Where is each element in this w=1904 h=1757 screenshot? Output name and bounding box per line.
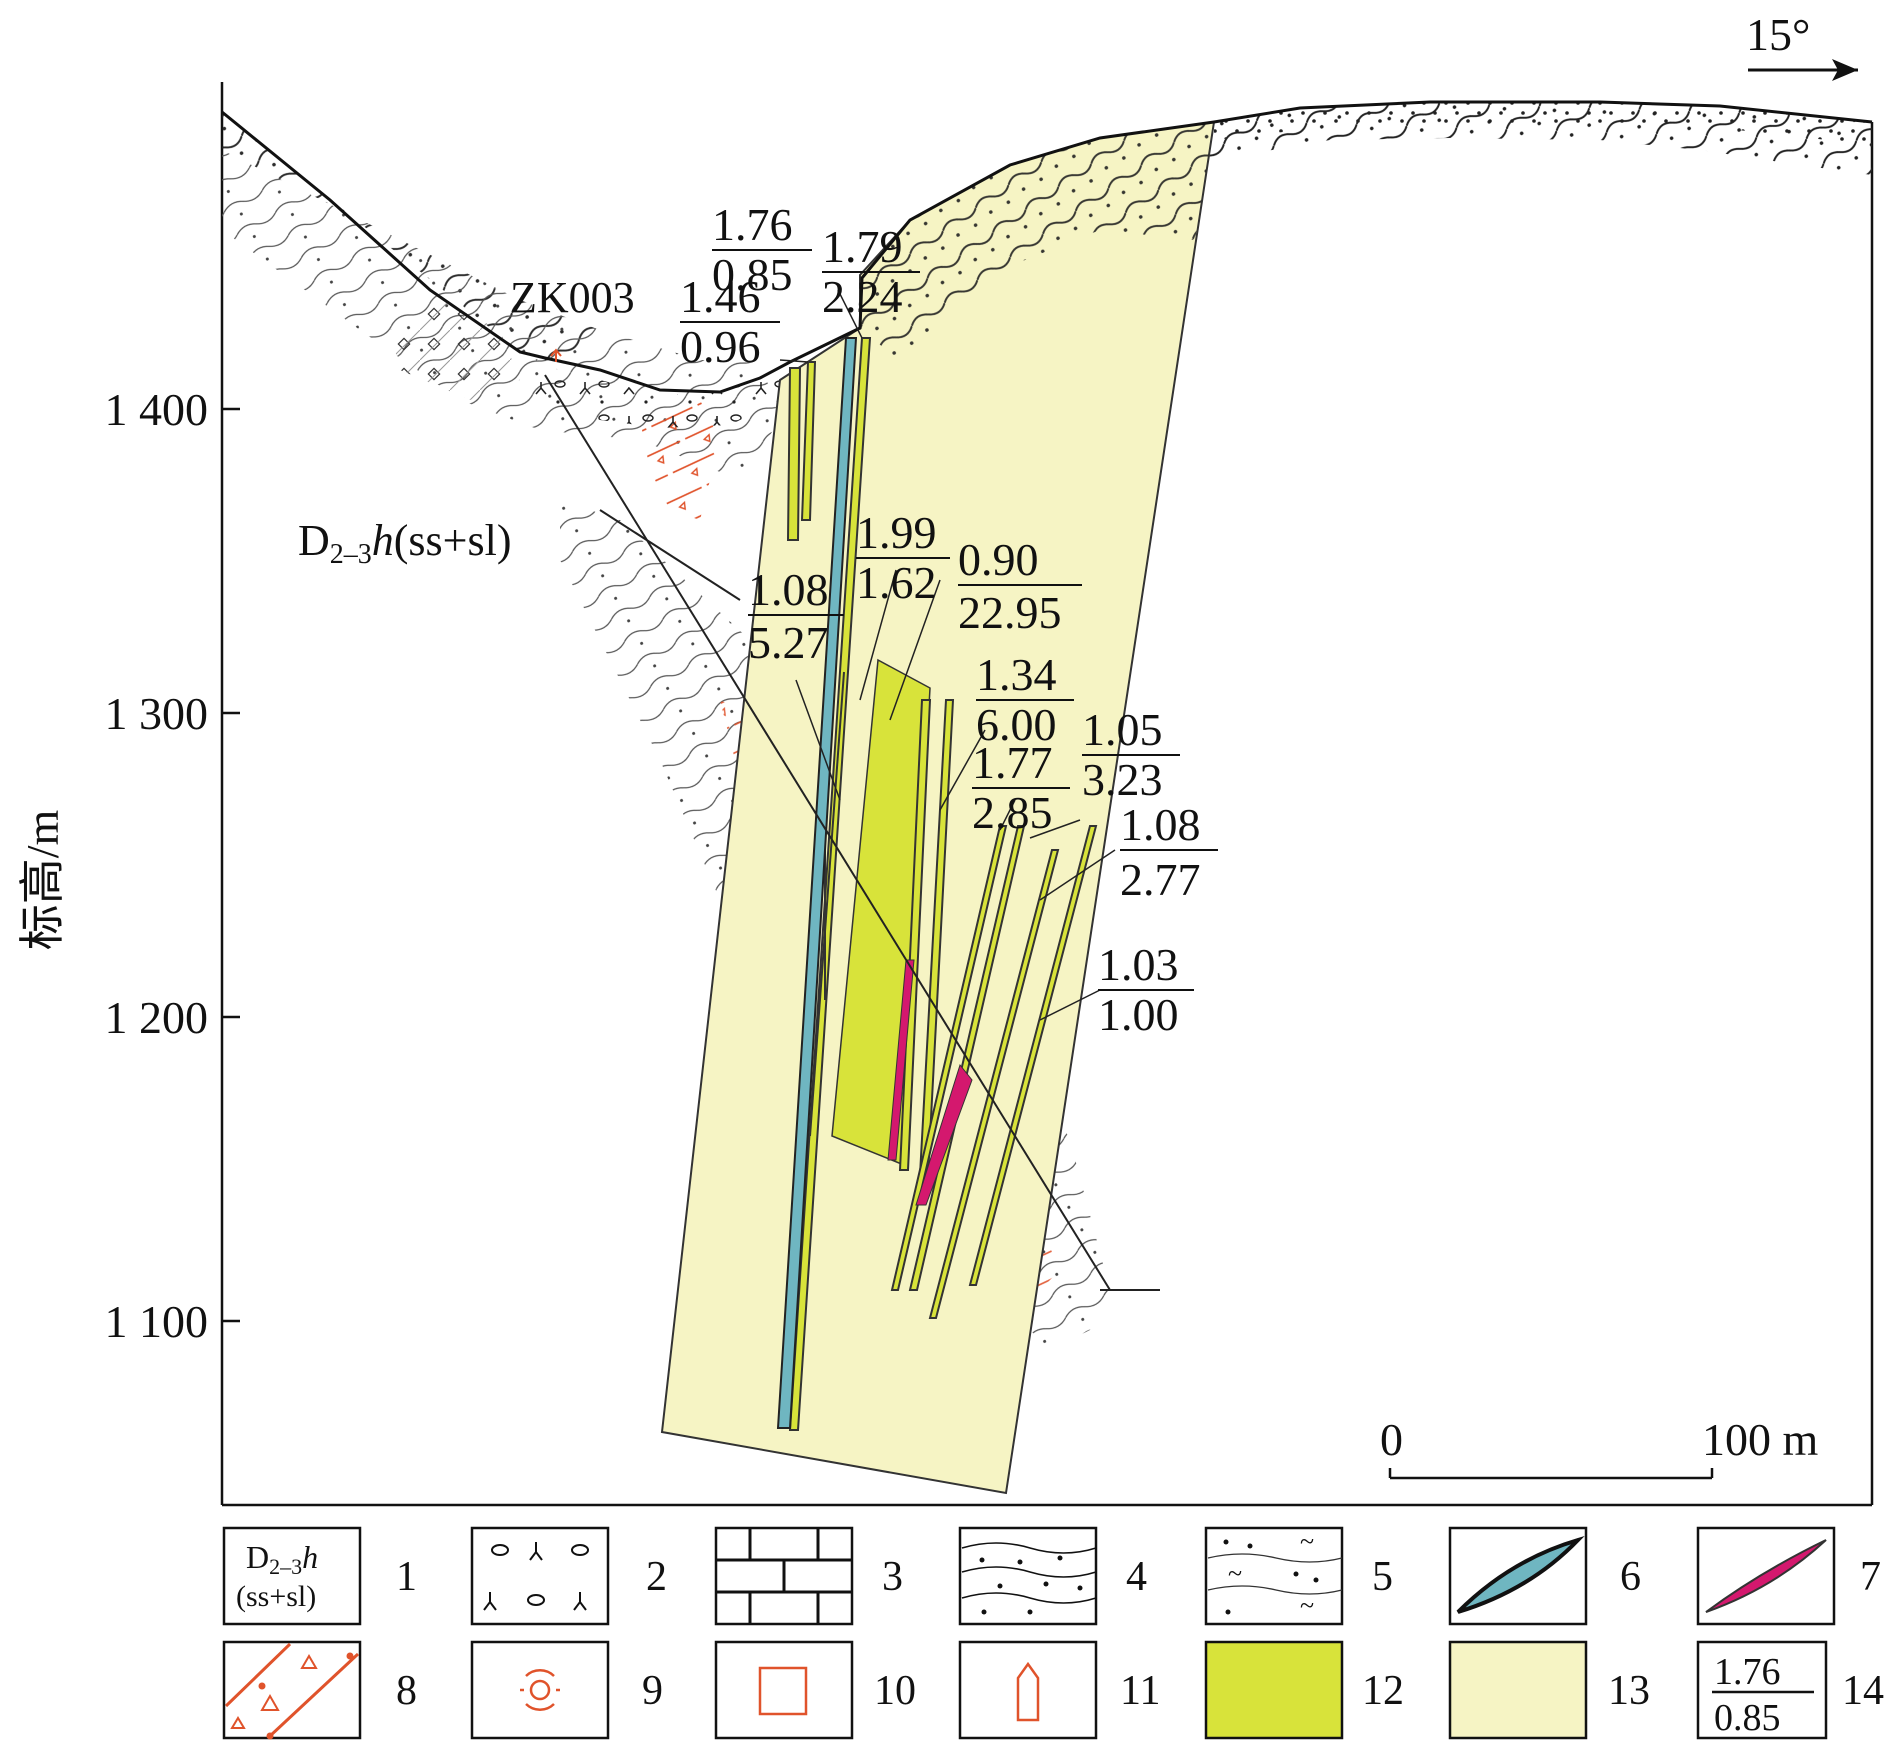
svg-text:7: 7: [1860, 1554, 1881, 1600]
label-leader-lines: [779, 289, 1116, 1021]
ore-veins: [786, 337, 1098, 1431]
svg-text:9: 9: [642, 1668, 663, 1714]
legend-item-2: 2: [470, 1526, 667, 1626]
svg-text:5.27: 5.27: [748, 617, 829, 668]
svg-text:13: 13: [1608, 1668, 1650, 1714]
grade-fraction: 1.03 1.00: [1098, 939, 1194, 1040]
legend-item-11: 11: [958, 1640, 1160, 1740]
legend-item-14: 1.76 0.85 14: [1696, 1640, 1884, 1740]
red-breccia-upper: [640, 400, 720, 520]
surface-dots: [1214, 102, 1872, 145]
svg-text:12: 12: [1362, 1668, 1404, 1714]
svg-text:6: 6: [1620, 1554, 1641, 1600]
grade-fraction: 1.08 2.77: [1120, 799, 1218, 905]
svg-text:22.95: 22.95: [958, 587, 1062, 638]
legend-item-1: D2–3h (ss+sl) 1: [222, 1526, 417, 1626]
svg-text:2.77: 2.77: [1120, 854, 1201, 905]
svg-text:~: ~: [1300, 1527, 1314, 1556]
svg-text:1.46: 1.46: [680, 271, 761, 322]
svg-text:8: 8: [396, 1668, 417, 1714]
grade-fraction: 1.05 3.23: [1082, 704, 1180, 805]
grade-fraction: 0.90 22.95: [958, 534, 1082, 638]
magenta-vein-1: [887, 959, 915, 1161]
legend-item-4: 4: [958, 1526, 1147, 1626]
y-tick-label-1100: 1 100: [105, 1296, 209, 1347]
legend-item-13: 13: [1448, 1640, 1650, 1740]
svg-text:0.85: 0.85: [712, 249, 793, 300]
altered-zone-strata-overlay: [858, 122, 1214, 360]
svg-text:1.00: 1.00: [1098, 989, 1179, 1040]
svg-text:1.03: 1.03: [1098, 939, 1179, 990]
svg-text:(ss+sl): (ss+sl): [236, 1580, 316, 1613]
scale-bar-end: 100 m: [1702, 1414, 1819, 1465]
svg-text:1.62: 1.62: [856, 557, 937, 608]
svg-text:3.23: 3.23: [1082, 754, 1163, 805]
direction-arrow: [1748, 59, 1858, 81]
legend: D2–3h (ss+sl) 1 2 3: [222, 1526, 1884, 1740]
grade-fraction: 1.46 0.96: [680, 271, 780, 372]
volcanic-deposit: [522, 358, 790, 428]
y-tick-label-1400: 1 400: [105, 384, 209, 435]
svg-text:0.90: 0.90: [958, 534, 1039, 585]
svg-text:2: 2: [646, 1554, 667, 1600]
svg-text:1.99: 1.99: [856, 507, 937, 558]
svg-text:1.08: 1.08: [748, 564, 829, 615]
grade-fraction: 1.79 2.24: [822, 221, 920, 322]
svg-text:10: 10: [874, 1668, 916, 1714]
legend-item-6: 6: [1448, 1526, 1641, 1626]
svg-text:1.34: 1.34: [976, 649, 1057, 700]
svg-text:~: ~: [1300, 1591, 1314, 1620]
topographic-surface: [221, 100, 1873, 394]
y-ticks: [222, 407, 240, 1323]
svg-text:0.96: 0.96: [680, 321, 761, 372]
fault-lines: [544, 374, 1160, 1291]
svg-text:1: 1: [396, 1554, 417, 1600]
legend-item-12: 12: [1204, 1640, 1404, 1740]
y-tick-label-1300: 1 300: [105, 688, 209, 739]
y-axis-title: 标高/m: [17, 810, 68, 951]
borehole-label: ZK003: [510, 273, 635, 322]
svg-text:1.76: 1.76: [1714, 1651, 1781, 1693]
diamond-rock-zone: [390, 300, 520, 400]
svg-text:4: 4: [1126, 1554, 1147, 1600]
grade-fraction: 1.77 2.85: [972, 737, 1070, 838]
scale-bar: 0 100 m: [1380, 1414, 1819, 1480]
svg-text:5: 5: [1372, 1554, 1393, 1600]
grade-fraction: 1.08 5.27: [748, 564, 844, 668]
magenta-vein-2: [915, 1063, 973, 1206]
svg-text:11: 11: [1120, 1668, 1160, 1714]
scale-bar-start: 0: [1380, 1414, 1403, 1465]
svg-text:2.85: 2.85: [972, 787, 1053, 838]
grade-fraction: 1.34 6.00: [976, 649, 1074, 750]
legend-item-7: 7: [1696, 1526, 1881, 1626]
svg-text:~: ~: [1228, 1559, 1242, 1588]
legend-item-8: 8: [222, 1640, 417, 1740]
blue-vein: [776, 337, 858, 1429]
svg-text:D2–3h: D2–3h: [246, 1539, 318, 1579]
formation-label: D2–3h(ss+sl): [298, 516, 512, 570]
svg-text:1.05: 1.05: [1082, 704, 1163, 755]
legend-item-9: 9: [470, 1640, 663, 1740]
legend-item-10: 10: [714, 1640, 916, 1740]
grade-fraction: 1.99 1.62: [856, 507, 950, 608]
direction-label: 15°: [1746, 9, 1810, 60]
svg-text:6.00: 6.00: [976, 699, 1057, 750]
svg-text:0.85: 0.85: [1714, 1697, 1781, 1739]
grade-fraction: 1.76 0.85: [712, 199, 812, 300]
borehole-marker: [550, 348, 562, 362]
svg-text:3: 3: [882, 1554, 903, 1600]
svg-text:1.76: 1.76: [712, 199, 793, 250]
svg-text:1.08: 1.08: [1120, 799, 1201, 850]
svg-text:14: 14: [1842, 1668, 1884, 1714]
legend-item-5: ~ ~ ~ 5: [1204, 1526, 1393, 1626]
y-tick-label-1200: 1 200: [105, 992, 209, 1043]
svg-text:1.79: 1.79: [822, 221, 903, 272]
legend-item-3: 3: [714, 1526, 903, 1626]
svg-text:2.24: 2.24: [822, 271, 903, 322]
svg-text:1.77: 1.77: [972, 737, 1053, 788]
